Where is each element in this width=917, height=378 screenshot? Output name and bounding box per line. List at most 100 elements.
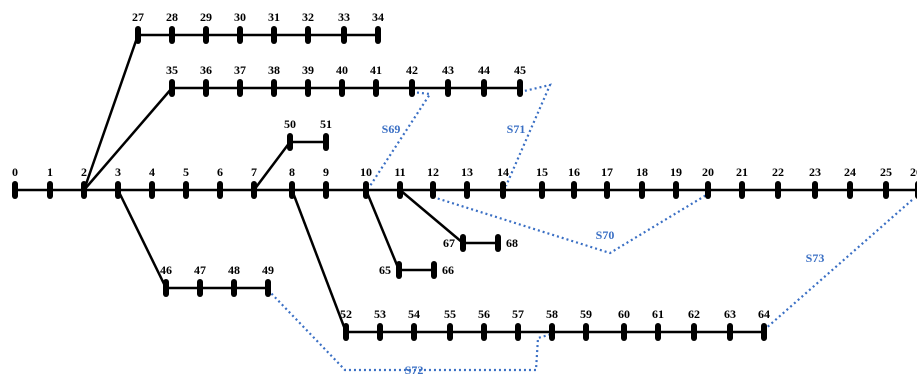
- node-label: 15: [536, 165, 548, 179]
- bus-node: [621, 323, 627, 341]
- node-label: 44: [478, 63, 490, 77]
- node-label: 37: [234, 63, 246, 77]
- bus-node: [447, 323, 453, 341]
- tie-switch-label: S71: [507, 122, 526, 136]
- branch-line: [116, 189, 168, 289]
- bus-node: [739, 181, 745, 199]
- node-label: 22: [772, 165, 784, 179]
- bus-node: [549, 323, 555, 341]
- bus-node: [727, 323, 733, 341]
- node-label: 47: [194, 263, 206, 277]
- node-label: 39: [302, 63, 314, 77]
- node-label: 42: [406, 63, 418, 77]
- bus-node: [775, 181, 781, 199]
- node-label: 20: [702, 165, 714, 179]
- bus-node: [271, 79, 277, 97]
- bus-node: [604, 181, 610, 199]
- bus-node: [481, 79, 487, 97]
- bus-node: [231, 279, 237, 297]
- bus-node: [411, 323, 417, 341]
- bus-node: [373, 79, 379, 97]
- branch-line: [82, 34, 140, 191]
- node-label: 40: [336, 63, 348, 77]
- bus-node: [323, 181, 329, 199]
- node-label: 45: [514, 63, 526, 77]
- node-label: 21: [736, 165, 748, 179]
- bus-node: [431, 261, 437, 279]
- node-label: 61: [652, 307, 664, 321]
- node-label: 1: [47, 165, 53, 179]
- bus-node: [583, 323, 589, 341]
- bus-node: [445, 79, 451, 97]
- node-label: 16: [568, 165, 580, 179]
- bus-node: [691, 323, 697, 341]
- bus-node: [397, 181, 403, 199]
- node-label: 18: [636, 165, 648, 179]
- tie-switch-s71: [504, 83, 552, 187]
- node-label: 54: [408, 307, 420, 321]
- node-label: 66: [442, 263, 454, 277]
- node-label: 8: [289, 165, 295, 179]
- node-label: 68: [506, 236, 518, 250]
- bus-node: [464, 181, 470, 199]
- node-label: 2: [81, 165, 87, 179]
- node-label: 6: [217, 165, 223, 179]
- node-label: 56: [478, 307, 490, 321]
- node-label: 60: [618, 307, 630, 321]
- bus-node: [500, 181, 506, 199]
- bus-node: [517, 79, 523, 97]
- node-label: 46: [160, 263, 172, 277]
- bus-node: [289, 181, 295, 199]
- bus-node: [655, 323, 661, 341]
- node-label: 30: [234, 10, 246, 24]
- bus-node: [203, 26, 209, 44]
- branch-line: [290, 189, 348, 333]
- bus-node: [265, 279, 271, 297]
- bus-node: [812, 181, 818, 199]
- tie-switch-label: S72: [405, 363, 424, 377]
- node-label: 26: [910, 165, 917, 179]
- node-label: 62: [688, 307, 700, 321]
- node-label: 25: [880, 165, 892, 179]
- node-label: 28: [166, 10, 178, 24]
- bus-node: [237, 79, 243, 97]
- bus-node: [339, 79, 345, 97]
- bus-node: [761, 323, 767, 341]
- node-label: 29: [200, 10, 212, 24]
- bus-node: [341, 26, 347, 44]
- bus-node: [847, 181, 853, 199]
- bus-node: [481, 323, 487, 341]
- bus-node: [149, 181, 155, 199]
- bus-node: [163, 279, 169, 297]
- tie-switch-s73: [763, 199, 913, 331]
- bus-node: [197, 279, 203, 297]
- tie-switch-s70: [432, 193, 709, 255]
- node-label: 13: [461, 165, 473, 179]
- branch-line: [399, 189, 464, 244]
- bus-node: [135, 26, 141, 44]
- node-label: 35: [166, 63, 178, 77]
- bus-node: [639, 181, 645, 199]
- node-label: 24: [844, 165, 856, 179]
- node-label: 4: [149, 165, 155, 179]
- node-label: 36: [200, 63, 212, 77]
- bus-node: [673, 181, 679, 199]
- bus-node: [12, 181, 18, 199]
- bus-node: [217, 181, 223, 199]
- bus-node: [377, 323, 383, 341]
- node-label: 65: [379, 263, 391, 277]
- node-label: 0: [12, 165, 18, 179]
- branch-line: [83, 87, 173, 191]
- node-label: 19: [670, 165, 682, 179]
- node-label: 52: [340, 307, 352, 321]
- node-label: 53: [374, 307, 386, 321]
- branch-line: [253, 141, 291, 191]
- bus-node: [571, 181, 577, 199]
- bus-node: [883, 181, 889, 199]
- bus-node: [237, 26, 243, 44]
- node-label: 5: [183, 165, 189, 179]
- tie-switch-label: S73: [806, 251, 825, 265]
- bus-node: [515, 323, 521, 341]
- bus-node: [305, 26, 311, 44]
